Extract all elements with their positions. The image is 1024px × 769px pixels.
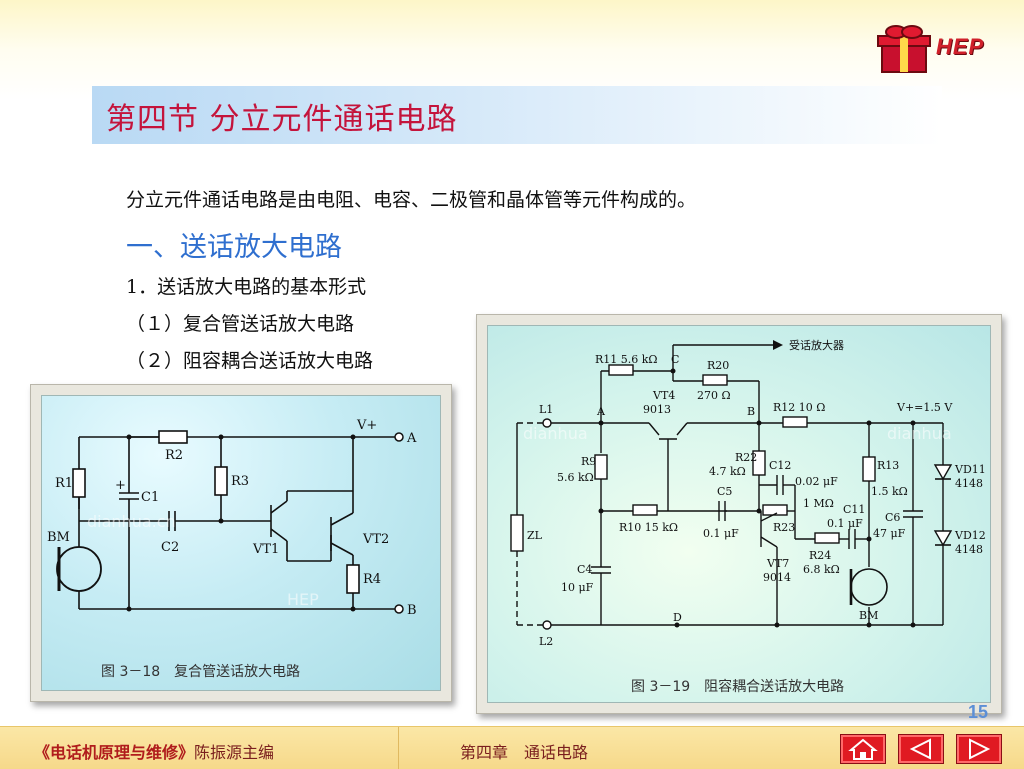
label-c4: C4 <box>577 563 592 576</box>
label-vt4-model: 9013 <box>643 403 671 416</box>
book-author: 陈振源主编 <box>194 743 275 762</box>
label-bm: BM <box>859 609 878 622</box>
label-r4: R4 <box>363 572 381 587</box>
watermark: dianhua.cn <box>87 512 176 531</box>
logo-text: HEP <box>936 34 985 59</box>
home-button[interactable] <box>840 734 886 764</box>
label-b: B <box>747 405 755 418</box>
label-c12-value: 0.02 μF <box>795 475 838 488</box>
circuit-diagram-3-19: 受话放大器 R11 5.6 kΩ C R20 270 Ω L1 A VT4 90… <box>510 338 986 695</box>
label-vt1: VT1 <box>252 542 279 557</box>
section-heading: 一、送话放大电路 <box>126 232 342 263</box>
microphone-icon <box>850 568 888 606</box>
label-vd12: VD12 <box>954 529 986 542</box>
label-c1: C1 <box>141 490 159 505</box>
slide-title: 第四节 分立元件通话电路 <box>106 102 458 137</box>
watermark: dianhua <box>523 424 588 443</box>
figure-caption: 图 3－18 复合管送话放大电路 <box>101 663 300 680</box>
watermark: dianhua <box>887 424 952 443</box>
intro-text: 分立元件通话电路是由电阻、电容、二极管和晶体管等元件构成的。 <box>126 189 697 211</box>
label-c6-value: 47 μF <box>873 527 906 540</box>
label-r20-value: 270 Ω <box>697 389 731 402</box>
footer-divider <box>398 727 399 769</box>
label-b: B <box>407 603 417 618</box>
label-r13-value: 1.5 kΩ <box>871 485 908 498</box>
label-vt7: VT7 <box>766 557 789 570</box>
watermark: HEP <box>287 590 319 609</box>
label-c2: C2 <box>161 540 179 555</box>
label-c5: C5 <box>717 485 732 498</box>
label-l2: L2 <box>539 635 553 648</box>
list-item: （２）阻容耦合送话放大电路 <box>126 350 374 372</box>
label-c: C <box>671 353 679 366</box>
label-vd11-model: 4148 <box>955 477 983 490</box>
label-r24: R24 <box>809 549 831 562</box>
figure-frame-3-19: 受话放大器 R11 5.6 kΩ C R20 270 Ω L1 A VT4 90… <box>476 314 1002 714</box>
microphone-icon <box>56 546 102 592</box>
label-r9: R9 <box>581 455 596 468</box>
label-d: D <box>673 611 682 624</box>
label-c12: C12 <box>769 459 791 472</box>
label-vplus: V+ <box>356 418 377 433</box>
label-1mohm: 1 MΩ <box>803 497 834 510</box>
label-vt2: VT2 <box>362 532 389 547</box>
label-l1: L1 <box>539 403 553 416</box>
label-a: A <box>596 405 606 418</box>
label-c5-value: 0.1 μF <box>703 527 739 540</box>
previous-button[interactable] <box>898 734 944 764</box>
book-title: 《电话机原理与维修》 <box>34 743 195 762</box>
arrow-right-icon <box>773 340 783 350</box>
label-c6: C6 <box>885 511 900 524</box>
terminal-a <box>394 432 404 442</box>
page-number: 15 <box>968 702 989 722</box>
label-r10: R10 15 kΩ <box>619 521 678 534</box>
figure-caption: 图 3－19 阻容耦合送话放大电路 <box>631 678 844 695</box>
label-plus: + <box>115 478 126 493</box>
label-r20: R20 <box>707 359 729 372</box>
label-c4-value: 10 μF <box>561 581 594 594</box>
label-vplus: V+=1.5 V <box>896 401 953 414</box>
label-r11: R11 5.6 kΩ <box>595 353 658 366</box>
label-r1: R1 <box>55 476 73 491</box>
list-item: 1．送话放大电路的基本形式 <box>126 276 367 298</box>
terminal-b <box>394 604 404 614</box>
diode-icon <box>933 464 953 481</box>
label-c11-value: 0.1 μF <box>827 517 863 530</box>
label-r24-value: 6.8 kΩ <box>803 563 840 576</box>
label-r23: R23 <box>773 521 795 534</box>
list-item: （１）复合管送话放大电路 <box>126 313 355 335</box>
next-button[interactable] <box>956 734 1002 764</box>
label-r22-value: 4.7 kΩ <box>709 465 746 478</box>
label-bm: BM <box>47 530 70 545</box>
circuit-diagram-3-18: V+ A B R1 R2 R3 R4 + C1 C2 VT1 VT2 BM di… <box>47 418 417 680</box>
label-receiver: 受话放大器 <box>789 338 844 352</box>
figure-inner <box>41 395 441 691</box>
figure-frame-3-18: V+ A B R1 R2 R3 R4 + C1 C2 VT1 VT2 BM di… <box>30 384 452 702</box>
gift-box-icon <box>877 25 931 73</box>
title-bar: 第四节 分立元件通话电路 <box>92 86 942 144</box>
label-vt4: VT4 <box>652 389 675 402</box>
label-r12: R12 10 Ω <box>773 401 825 414</box>
triangle-left-icon <box>909 738 931 760</box>
terminal-l1 <box>542 418 552 428</box>
chapter-label: 第四章 通话电路 <box>460 743 589 762</box>
terminal-l2 <box>542 620 552 630</box>
label-a: A <box>406 431 417 446</box>
label-r22: R22 <box>735 451 757 464</box>
hep-logo: HEP <box>876 22 1010 78</box>
label-r9-value: 5.6 kΩ <box>557 471 594 484</box>
figure-inner <box>487 325 991 703</box>
label-c11: C11 <box>843 503 865 516</box>
triangle-right-icon <box>969 738 991 760</box>
label-vd11: VD11 <box>954 463 986 476</box>
home-icon <box>848 738 878 760</box>
footer-book-info: 《电话机原理与维修》陈振源主编 <box>34 739 274 763</box>
label-vd12-model: 4148 <box>955 543 983 556</box>
label-r2: R2 <box>165 448 183 463</box>
label-r13: R13 <box>877 459 899 472</box>
diode-icon <box>933 530 953 547</box>
label-r3: R3 <box>231 474 249 489</box>
label-zl: ZL <box>527 529 543 542</box>
label-vt7-model: 9014 <box>763 571 791 584</box>
